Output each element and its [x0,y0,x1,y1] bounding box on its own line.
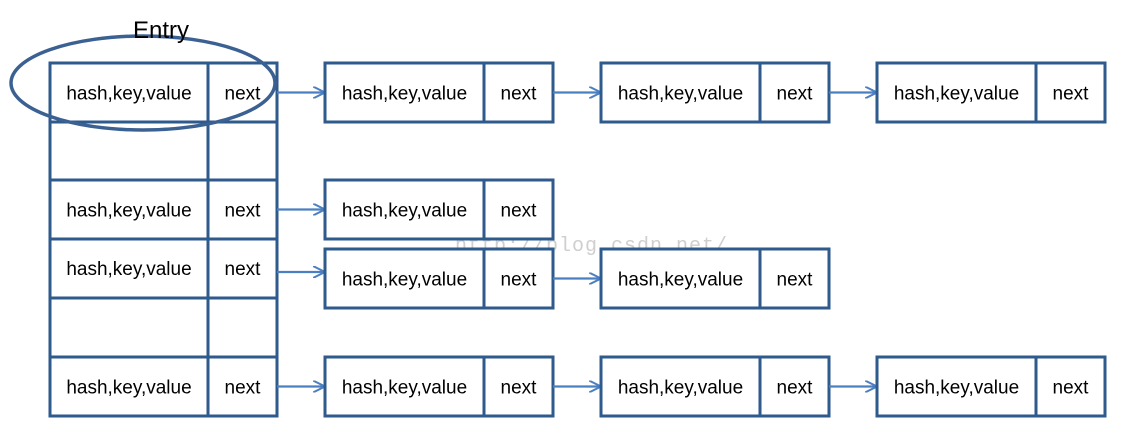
chain-next-cell [482,355,555,418]
chain-entry-cell [599,355,762,418]
bucket-entry-label: hash,key,value [66,259,191,280]
bucket-row [48,296,279,359]
bucket-entry-label: hash,key,value [66,201,191,222]
chain-entry-label: hash,key,value [618,378,743,399]
entry-title: Entry [133,17,189,44]
chain-next-label: next [777,378,814,399]
chain-next-label: next [501,270,538,291]
chain-entry-label: hash,key,value [894,378,1019,399]
chain-node: hash,key,value next [829,355,1107,418]
chain-entry-cell [323,61,486,124]
bucket-entry-cell [48,237,210,300]
chain-entry-cell [599,61,762,124]
chain-entry-label: hash,key,value [618,84,743,105]
chain-node: hash,key,value next [277,247,555,310]
bucket-next-cell [206,120,279,182]
chain-entry-cell [875,355,1038,418]
chain-node: hash,key,value next [277,61,555,124]
chain-entry-label: hash,key,value [894,84,1019,105]
chain-next-cell [482,178,555,241]
chain-next-cell [758,355,831,418]
bucket-row: hash,key,value next [48,178,279,241]
chain-node: hash,key,value next [277,178,555,241]
chain-next-cell [1034,61,1107,124]
bucket-next-cell [206,237,279,300]
chain-next-label: next [777,270,814,291]
chain-entry-label: hash,key,value [342,270,467,291]
chain-next-label: next [501,378,538,399]
chain-next-label: next [501,84,538,105]
chain-next-label: next [501,201,538,222]
bucket-row [48,120,279,182]
chain-entry-cell [323,355,486,418]
bucket-next-label: next [225,259,262,280]
chain-next-label: next [777,84,814,105]
bucket-next-cell [206,296,279,359]
chain-next-label: next [1053,378,1090,399]
chain-next-cell [1034,355,1107,418]
chain-entry-cell [875,61,1038,124]
chain-entry-label: hash,key,value [342,84,467,105]
chain-entry-cell [599,247,762,310]
bucket-row: hash,key,value next [48,237,279,300]
chain-next-cell [482,61,555,124]
bucket-next-label: next [225,201,262,222]
entry-highlight-ellipse [9,34,277,132]
bucket-next-label: next [225,84,262,105]
bucket-next-label: next [225,378,262,399]
chain-entry-cell [323,247,486,310]
chain-node: hash,key,value next [829,61,1107,124]
chain-next-cell [758,247,831,310]
bucket-entry-cell [48,178,210,241]
chain-entry-label: hash,key,value [618,270,743,291]
chain-next-label: next [1053,84,1090,105]
chain-node: hash,key,value next [277,355,555,418]
bucket-entry-label: hash,key,value [66,84,191,105]
bucket-entry-cell [48,120,210,182]
bucket-row: hash,key,value next [48,61,279,124]
chain-node: hash,key,value next [553,355,831,418]
chain-next-cell [482,247,555,310]
chain-node: hash,key,value next [553,247,831,310]
chain-entry-label: hash,key,value [342,378,467,399]
chain-node: hash,key,value next [553,61,831,124]
chain-entry-label: hash,key,value [342,201,467,222]
bucket-entry-cell [48,296,210,359]
bucket-row: hash,key,value next [48,355,279,418]
bucket-entry-label: hash,key,value [66,378,191,399]
bucket-entry-cell [48,355,210,418]
